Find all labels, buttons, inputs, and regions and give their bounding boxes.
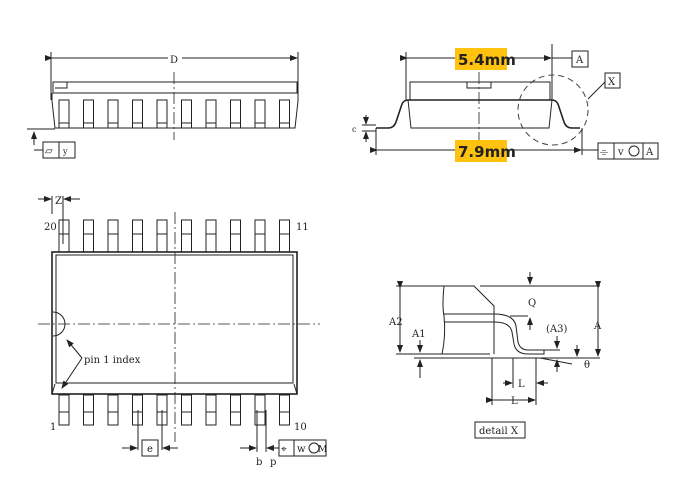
theta-label: θ (584, 360, 590, 371)
top-lead (107, 219, 119, 253)
side-view: D ▱ y (27, 52, 299, 159)
datum-a-label: A (575, 55, 584, 66)
overall-width-highlight: 7.9mm (458, 143, 516, 161)
position-symbol: ⌖ (281, 444, 287, 455)
length-label: D (170, 55, 178, 66)
lead-width-label: b (256, 457, 262, 468)
bottom-lead (230, 394, 241, 426)
lead-p-label: p (270, 457, 276, 468)
side-lead (279, 99, 290, 129)
thickness-label: c (352, 125, 357, 134)
a-label: A (593, 321, 602, 332)
side-lead (205, 99, 217, 129)
side-lead (181, 99, 192, 129)
q-label: Q (528, 298, 536, 309)
side-lead (254, 99, 266, 129)
side-lead (156, 99, 168, 129)
width-highlight-box (455, 48, 507, 70)
detail-callout-label: X (608, 77, 616, 88)
width-highlight: 5.4mm (458, 51, 516, 69)
pin1-index-label: pin 1 index (84, 355, 141, 366)
top-lead (205, 219, 217, 253)
top-lead (230, 219, 241, 253)
package-body (51, 93, 299, 129)
side-lead (132, 99, 143, 129)
lp-label: L (518, 379, 525, 390)
package-body-top (52, 81, 298, 94)
l-label: L (511, 396, 518, 407)
pin-label-1: 1 (50, 422, 56, 433)
a3-label: (A3) (546, 324, 567, 335)
top-lead (254, 219, 266, 253)
bottom-lead (205, 394, 217, 426)
position-modifier: M (318, 445, 327, 455)
a2-label: A2 (388, 317, 403, 328)
bottom-lead (254, 394, 266, 426)
pin-label-10: 10 (294, 422, 307, 433)
top-lead (156, 219, 168, 253)
detail-x: A2 A1 Q (A3) A θ L L detail X (388, 272, 602, 439)
detail-caption: detail X (479, 426, 519, 437)
tolerance-datum: A (645, 147, 654, 158)
end-view: A 5.4mm X c 7.9mm ⌯ v A (352, 44, 659, 162)
bottom-lead (279, 394, 290, 426)
package-outline (51, 251, 298, 395)
flatness-value: y (62, 147, 68, 156)
top-lead (132, 219, 143, 253)
bottom-lead (107, 394, 119, 426)
top-view: 20 11 1 10 Z pin 1 index e b p ⌖ w M (38, 196, 327, 468)
top-lead (181, 219, 192, 253)
top-lead (58, 219, 70, 253)
position-frame (278, 439, 327, 457)
pin-label-20: 20 (44, 222, 57, 233)
side-lead (58, 99, 70, 129)
flatness-symbol: ▱ (45, 146, 53, 157)
top-lead (279, 219, 290, 253)
pitch-label: e (147, 444, 153, 455)
bottom-lead (83, 394, 94, 426)
side-leads (58, 99, 290, 129)
tolerance-symbol: ⌯ (600, 147, 608, 158)
position-value: w (297, 444, 306, 455)
tolerance-value: v (617, 147, 624, 158)
overall-width-highlight-box (455, 140, 507, 162)
bottom-lead (181, 394, 192, 426)
lead-profile (376, 99, 580, 129)
side-lead (83, 99, 94, 129)
side-lead (107, 99, 119, 129)
tolerance-frame (597, 142, 659, 160)
top-lead (83, 219, 94, 253)
side-lead (230, 99, 241, 129)
bottom-lead (58, 394, 70, 426)
detail-circle (517, 74, 589, 146)
a1-label: A1 (411, 329, 426, 340)
offset-label: Z (55, 196, 62, 207)
pin-label-11: 11 (296, 222, 309, 233)
